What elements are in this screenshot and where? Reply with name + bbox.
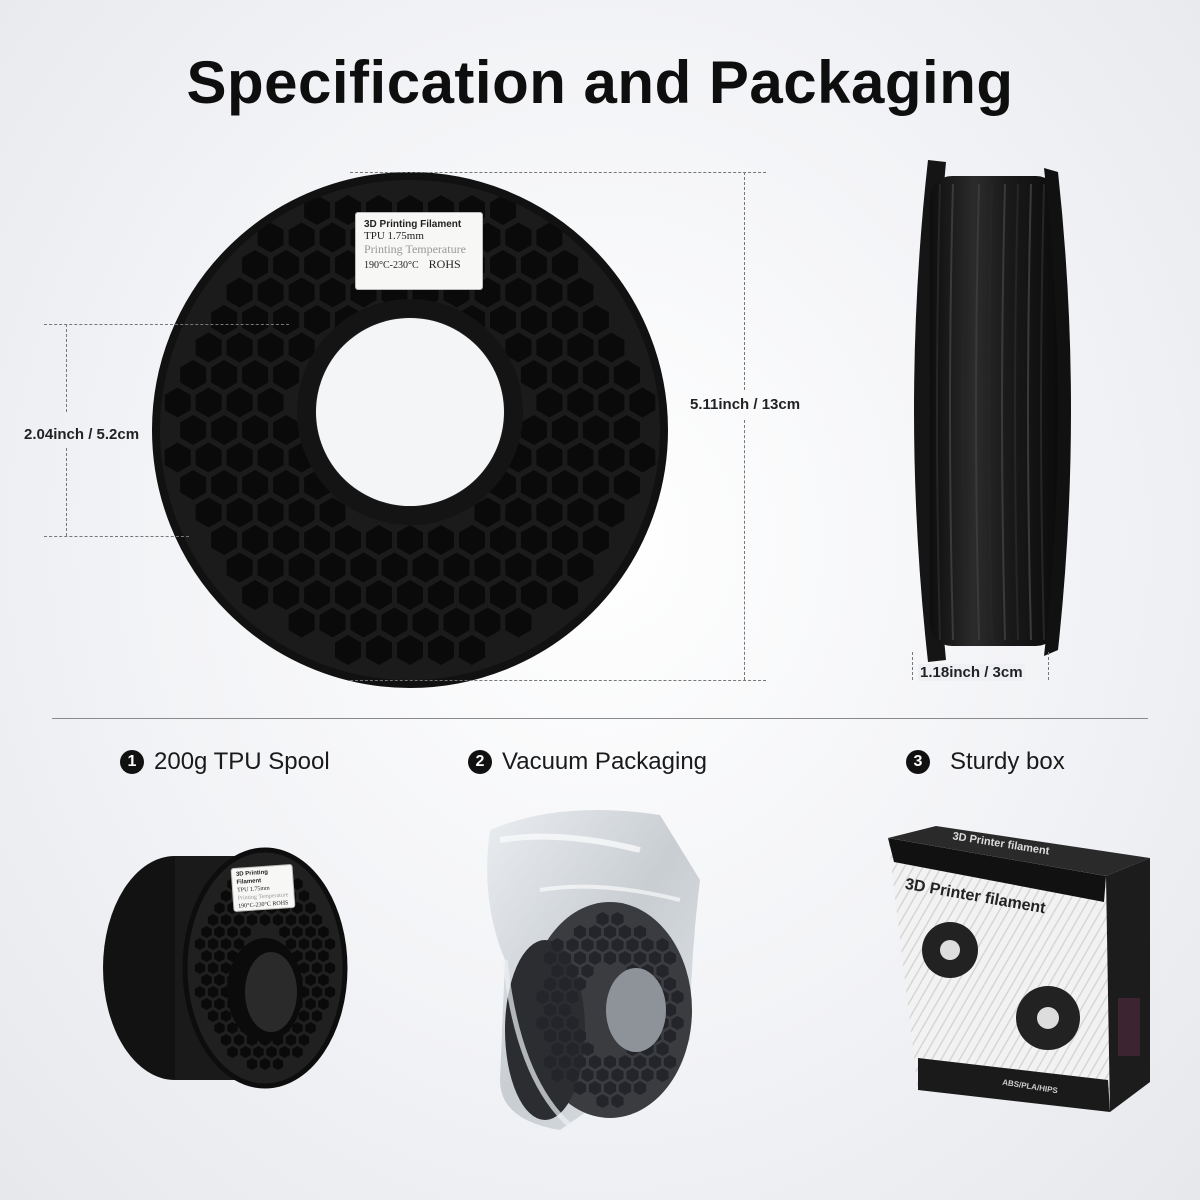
spool-diameter-label: 5.11inch / 13cm	[690, 396, 801, 413]
feature-vacuum: 2 Vacuum Packaging	[468, 748, 707, 776]
spool-dim-vertical-line-lower	[744, 420, 745, 680]
feature-spool: 1 200g TPU Spool	[120, 748, 330, 776]
spool-label-material: TPU 1.75mm	[364, 230, 424, 242]
spool-dim-vertical-line	[744, 172, 745, 390]
feature-number-2: 2	[468, 750, 492, 774]
hole-dim-top-line	[44, 324, 289, 325]
feature-spool-label: 200g TPU Spool	[154, 748, 330, 775]
spool-dim-top-line	[350, 172, 766, 173]
hole-dim-bottom-line	[44, 536, 189, 537]
section-divider	[52, 718, 1148, 719]
spool-label-rohs: ROHS	[428, 257, 461, 271]
spool-label: 3D Printing Filament TPU 1.75mm Printing…	[355, 212, 483, 290]
width-dim-left-line	[912, 652, 913, 680]
feature-number-1: 1	[120, 750, 144, 774]
spool-label-title: 3D Printing Filament	[364, 219, 462, 230]
hole-dim-vertical-line-lower	[66, 448, 67, 536]
spool-label-temp: 190°C-230°C ROHS	[364, 257, 474, 272]
hole-diameter-label: 2.04inch / 5.2cm	[24, 426, 140, 443]
feature-vacuum-label: Vacuum Packaging	[502, 748, 708, 775]
spool-side-image	[914, 160, 1071, 662]
spool-dim-bottom-line	[350, 680, 766, 681]
width-dim-right-line	[1048, 652, 1049, 680]
feature-number-3: 3	[906, 750, 930, 774]
feature-box: 3 Sturdy box	[906, 748, 1065, 776]
feature-box-label: Sturdy box	[950, 748, 1065, 775]
spool-label-temp-range: 190°C-230°C	[364, 260, 419, 271]
spool-width-label: 1.18inch / 3cm	[918, 664, 1025, 681]
box-side-face	[1106, 858, 1150, 1112]
hole-dim-vertical-line	[66, 324, 67, 412]
page-title: Specification and Packaging	[186, 49, 1014, 116]
spool-hub-hole	[316, 318, 504, 506]
spool-label-temp-heading: Printing Temperature	[364, 242, 466, 256]
